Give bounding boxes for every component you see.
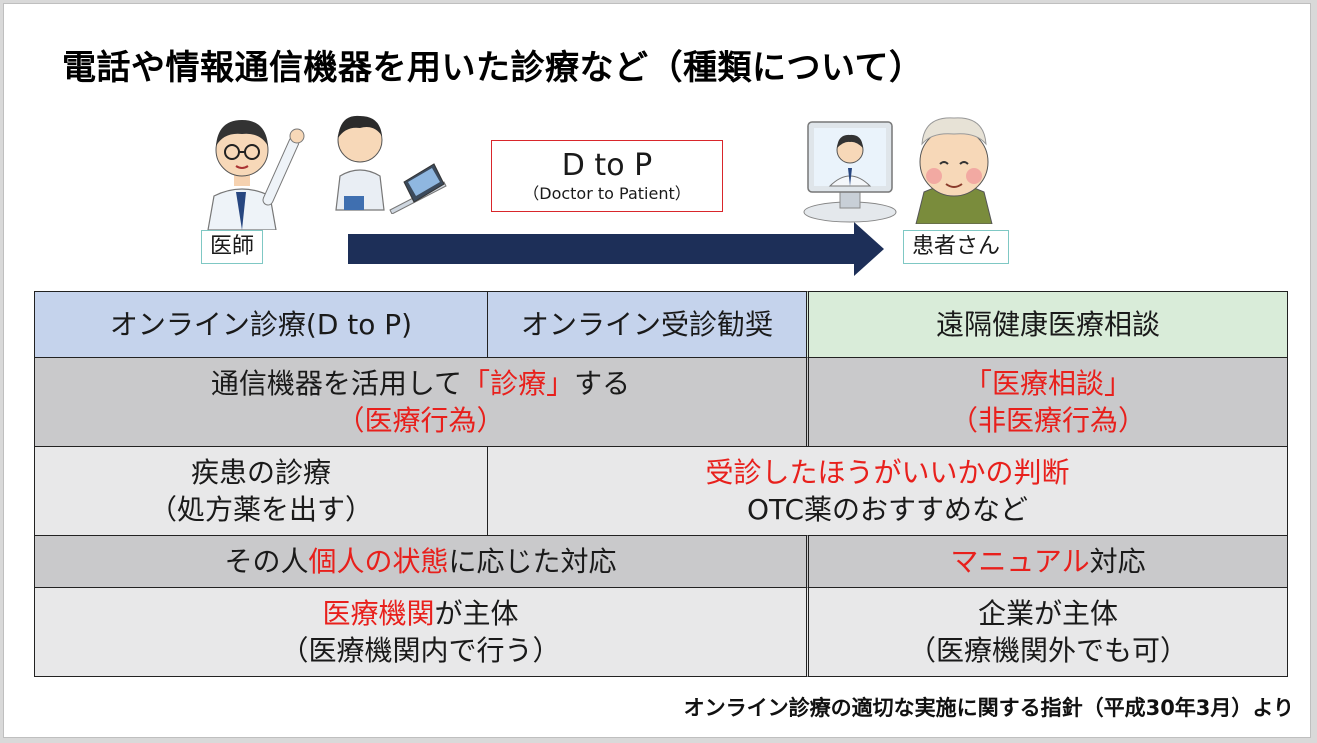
header-online-recommend: オンライン受診勧奨 xyxy=(487,291,807,358)
d-to-p-title: D to P xyxy=(561,148,653,183)
doctor-label: 医師 xyxy=(201,230,264,264)
page-title: 電話や情報通信機器を用いた診療など（種類について） xyxy=(62,48,924,88)
patient-illustration xyxy=(915,117,993,224)
doctor-laptop-illustration xyxy=(335,115,447,214)
doctor-illustration xyxy=(207,120,305,230)
row1-right: 「医療相談」 （非医療行為） xyxy=(806,357,1288,447)
patient-label: 患者さん xyxy=(903,230,1010,264)
monitor-doctor-illustration xyxy=(803,121,897,223)
d-to-p-box: D to P （Doctor to Patient） xyxy=(491,140,723,212)
row2-right: 受診したほうがいいかの判断 OTC薬のおすすめなど xyxy=(487,446,1288,536)
row2-left: 疾患の診療 （処方薬を出す） xyxy=(34,446,488,536)
source-footnote: オンライン診療の適切な実施に関する指針（平成30年3月）より xyxy=(683,696,1294,720)
slide: 電話や情報通信機器を用いた診療など（種類について） 医師 D to P （Doc… xyxy=(3,3,1311,738)
right-arrow-icon xyxy=(348,222,884,276)
header-online-clinic: オンライン診療(D to P) xyxy=(34,291,488,358)
row1-left: 通信機器を活用して「診療」する （医療行為） xyxy=(34,357,807,447)
row4-left: 医療機関が主体 （医療機関内で行う） xyxy=(34,587,807,677)
row3-right: マニュアル対応 xyxy=(806,535,1288,588)
header-remote-consult: 遠隔健康医療相談 xyxy=(806,291,1288,358)
row3-left: その人個人の状態に応じた対応 xyxy=(34,535,807,588)
d-to-p-subtitle: （Doctor to Patient） xyxy=(523,184,691,203)
row4-right: 企業が主体 （医療機関外でも可） xyxy=(806,587,1288,677)
